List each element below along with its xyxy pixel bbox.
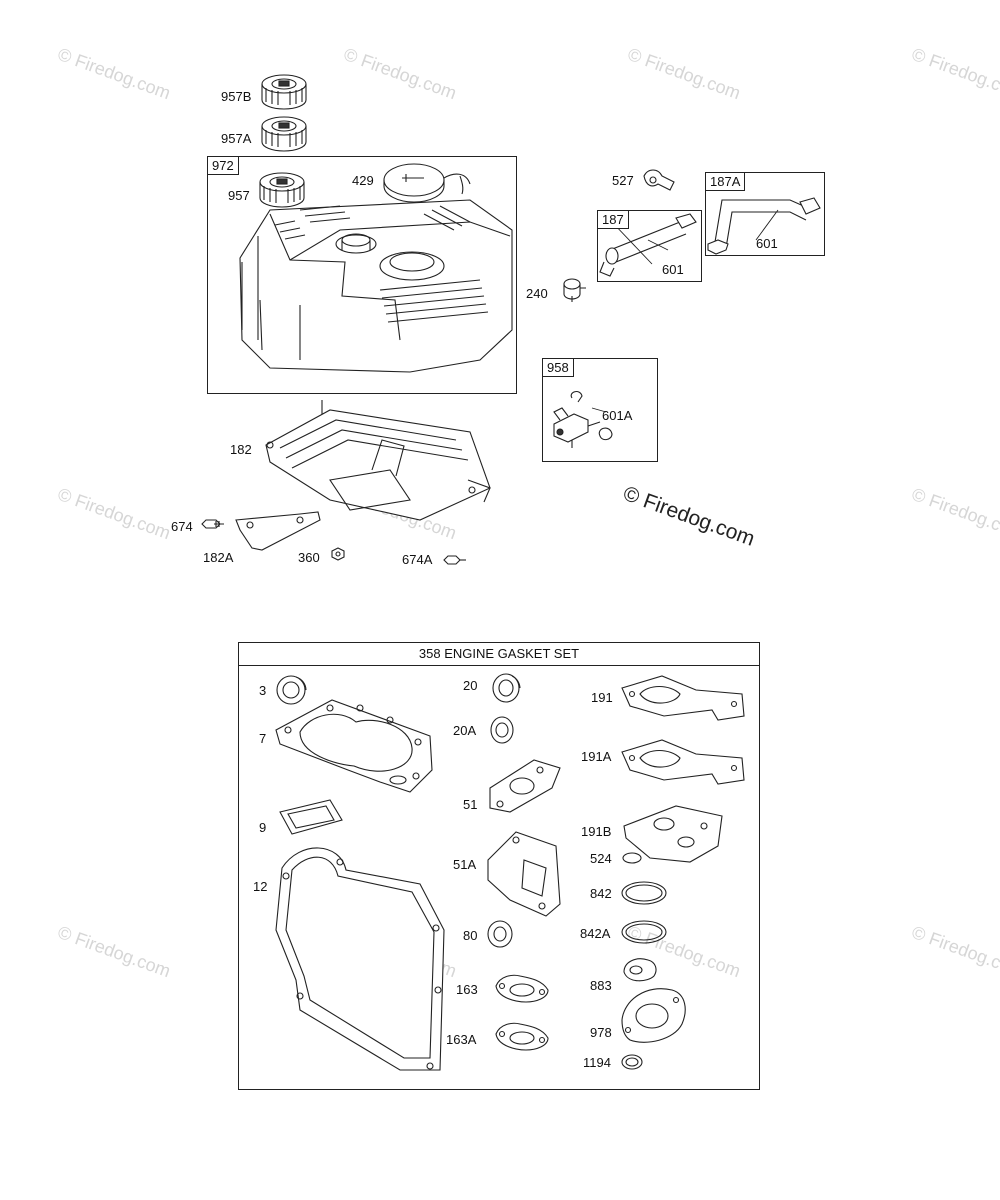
callout-674: 674 — [171, 519, 193, 534]
callout-163a: 163A — [446, 1032, 477, 1047]
gasket-9-drawing — [279, 799, 343, 835]
callout-191: 191 — [591, 690, 613, 705]
callout-957a: 957A — [221, 131, 252, 146]
callout-191a: 191A — [581, 749, 612, 764]
oring-1194-drawing — [621, 1054, 643, 1070]
callout-182a: 182A — [203, 550, 234, 565]
assembly-frame-187 — [597, 210, 702, 282]
fuel-tank-body — [239, 199, 513, 373]
callout-20a: 20A — [453, 723, 477, 738]
callout-163: 163 — [456, 982, 478, 997]
box-label-972: 972 — [207, 156, 239, 175]
callout-191b: 191B — [581, 824, 612, 839]
seal-20-drawing — [492, 673, 521, 703]
bolt-674a-drawing — [443, 555, 466, 565]
clip-527-drawing — [643, 169, 675, 191]
fuel-cap-957-drawing — [259, 172, 305, 208]
gasket-978-drawing — [621, 988, 686, 1043]
callout-51a: 51A — [453, 857, 477, 872]
fuel-cap-957b-drawing — [261, 74, 307, 110]
callout-674a: 674A — [402, 552, 433, 567]
callout-12: 12 — [253, 879, 268, 894]
callout-978: 978 — [590, 1025, 612, 1040]
callout-957b: 957B — [221, 89, 252, 104]
gasket-set-panel: 358 ENGINE GASKET SET — [238, 642, 760, 1090]
seal-3-drawing — [276, 675, 307, 705]
seal-20a-drawing — [490, 716, 514, 744]
callout-9: 9 — [259, 820, 267, 835]
shutoff-valve-958-drawing — [553, 390, 613, 448]
callout-601-line-187: 601 — [662, 262, 684, 277]
gasket-883-drawing — [623, 958, 657, 982]
oring-842a-drawing — [621, 920, 667, 944]
fuel-line-187a-drawing — [707, 197, 821, 255]
fuel-cap-957a-drawing — [261, 116, 307, 152]
oring-842-drawing — [621, 881, 667, 905]
callout-429: 429 — [352, 173, 374, 188]
callout-1194: 1194 — [583, 1055, 611, 1070]
callout-240: 240 — [526, 286, 548, 301]
bolt-674-drawing — [201, 519, 224, 529]
callout-842a: 842A — [580, 926, 611, 941]
callout-182: 182 — [230, 442, 252, 457]
box-label-187a: 187A — [705, 172, 746, 191]
box-label-187: 187 — [597, 210, 629, 229]
callout-360: 360 — [298, 550, 320, 565]
head-gasket-7-drawing — [275, 699, 433, 793]
assembly-frame-187a — [705, 172, 825, 256]
callout-51: 51 — [463, 797, 478, 812]
nut-360-drawing — [331, 547, 345, 561]
tank-bracket-182-drawing — [265, 400, 491, 521]
assembly-frame-972 — [207, 156, 517, 394]
callout-957: 957 — [228, 188, 250, 203]
fuel-line-187-drawing — [599, 213, 697, 277]
callout-524: 524 — [590, 851, 612, 866]
gasket-51-drawing — [489, 759, 561, 813]
callout-7: 7 — [259, 731, 267, 746]
gasket-191b-drawing — [623, 805, 723, 863]
gasket-163-drawing — [495, 974, 549, 1003]
callout-80: 80 — [463, 928, 478, 943]
callout-601-line-187a: 601 — [756, 236, 778, 251]
bracket-182a-drawing — [235, 511, 321, 551]
gasket-191a-drawing — [621, 739, 745, 785]
cap-429-drawing — [383, 163, 471, 203]
seal-80-drawing — [487, 920, 513, 948]
callout-883: 883 — [590, 978, 612, 993]
callout-842: 842 — [590, 886, 612, 901]
callout-3: 3 — [259, 683, 267, 698]
oring-524-drawing — [622, 852, 642, 864]
callout-601a: 601A — [602, 408, 633, 423]
callout-20: 20 — [463, 678, 478, 693]
gasket-163a-drawing — [495, 1022, 549, 1051]
gasket-51a-drawing — [487, 831, 561, 917]
fuel-tank-drawing — [201, 74, 821, 565]
leader-lines — [591, 209, 779, 413]
crankcase-gasket-12-drawing — [275, 847, 445, 1071]
gasket-set-title: 358 ENGINE GASKET SET — [239, 643, 759, 666]
callout-527: 527 — [612, 173, 634, 188]
valve-240-drawing — [563, 278, 586, 302]
assembly-frame-958 — [542, 358, 658, 462]
box-label-958: 958 — [542, 358, 574, 377]
gasket-191-drawing — [621, 675, 745, 721]
